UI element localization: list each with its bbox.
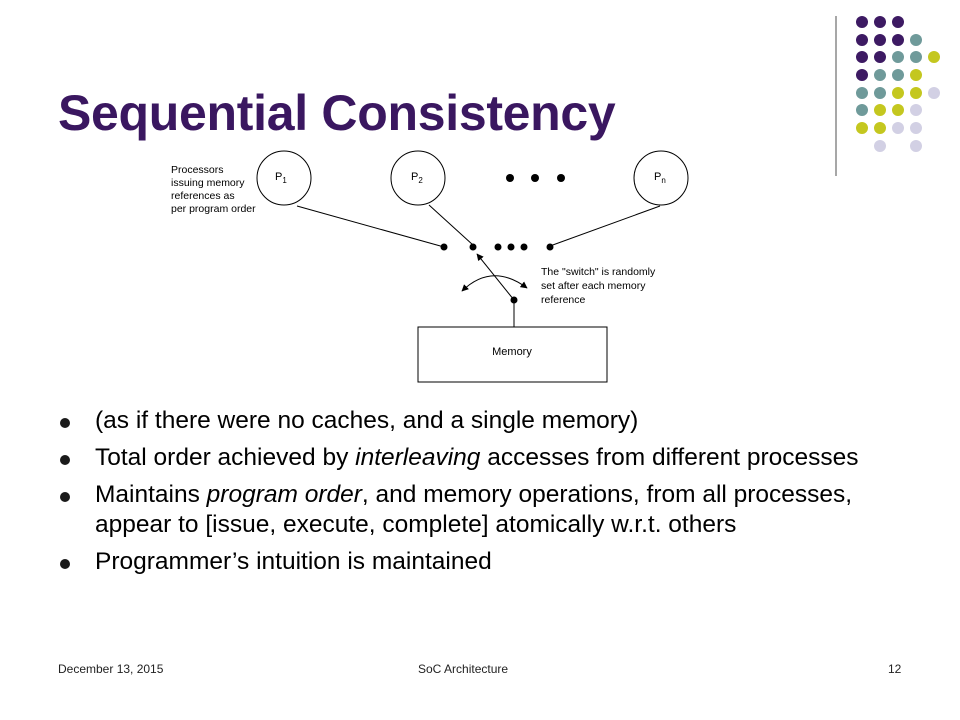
- processor-p2: P2: [390, 150, 446, 206]
- svg-text:P1: P1: [275, 171, 287, 185]
- slide-title: Sequential Consistency: [58, 85, 616, 141]
- svg-text:P2: P2: [411, 171, 423, 185]
- footer-date: December 13, 2015: [58, 662, 164, 676]
- switch-arm: [476, 253, 515, 301]
- bullet-item: Maintains program order, and memory oper…: [58, 480, 908, 540]
- processor-ellipsis: [506, 174, 565, 182]
- switch-note: The "switch" is randomly set after each …: [541, 266, 658, 306]
- sequential-consistency-diagram: Processors issuing memory references as …: [171, 150, 689, 383]
- switch-rotation-arrow: [461, 275, 528, 292]
- bullet-item: Programmer’s intuition is maintained: [58, 547, 908, 577]
- bullet-dot: [60, 455, 70, 465]
- switch-contacts: [440, 243, 554, 251]
- processor-pn: Pn: [633, 150, 689, 206]
- p1-connection: [296, 205, 445, 248]
- p2-connection: [428, 204, 474, 246]
- footer-page-number: 12: [888, 662, 902, 676]
- memory-box: Memory: [417, 326, 608, 383]
- bullet-item: Total order achieved by interleaving acc…: [58, 443, 908, 473]
- bullet-item: (as if there were no caches, and a singl…: [58, 406, 908, 436]
- processors-note: Processors issuing memory references as …: [171, 164, 256, 215]
- footer-title: SoC Architecture: [418, 662, 509, 676]
- svg-text:Pn: Pn: [654, 171, 666, 185]
- pn-connection: [549, 205, 661, 247]
- bullet-list: (as if there were no caches, and a singl…: [58, 406, 908, 584]
- processor-p1: P1: [256, 150, 312, 206]
- bullet-dot: [60, 559, 70, 569]
- bullet-dot: [60, 418, 70, 428]
- bullet-dot: [60, 492, 70, 502]
- svg-text:Memory: Memory: [492, 346, 532, 358]
